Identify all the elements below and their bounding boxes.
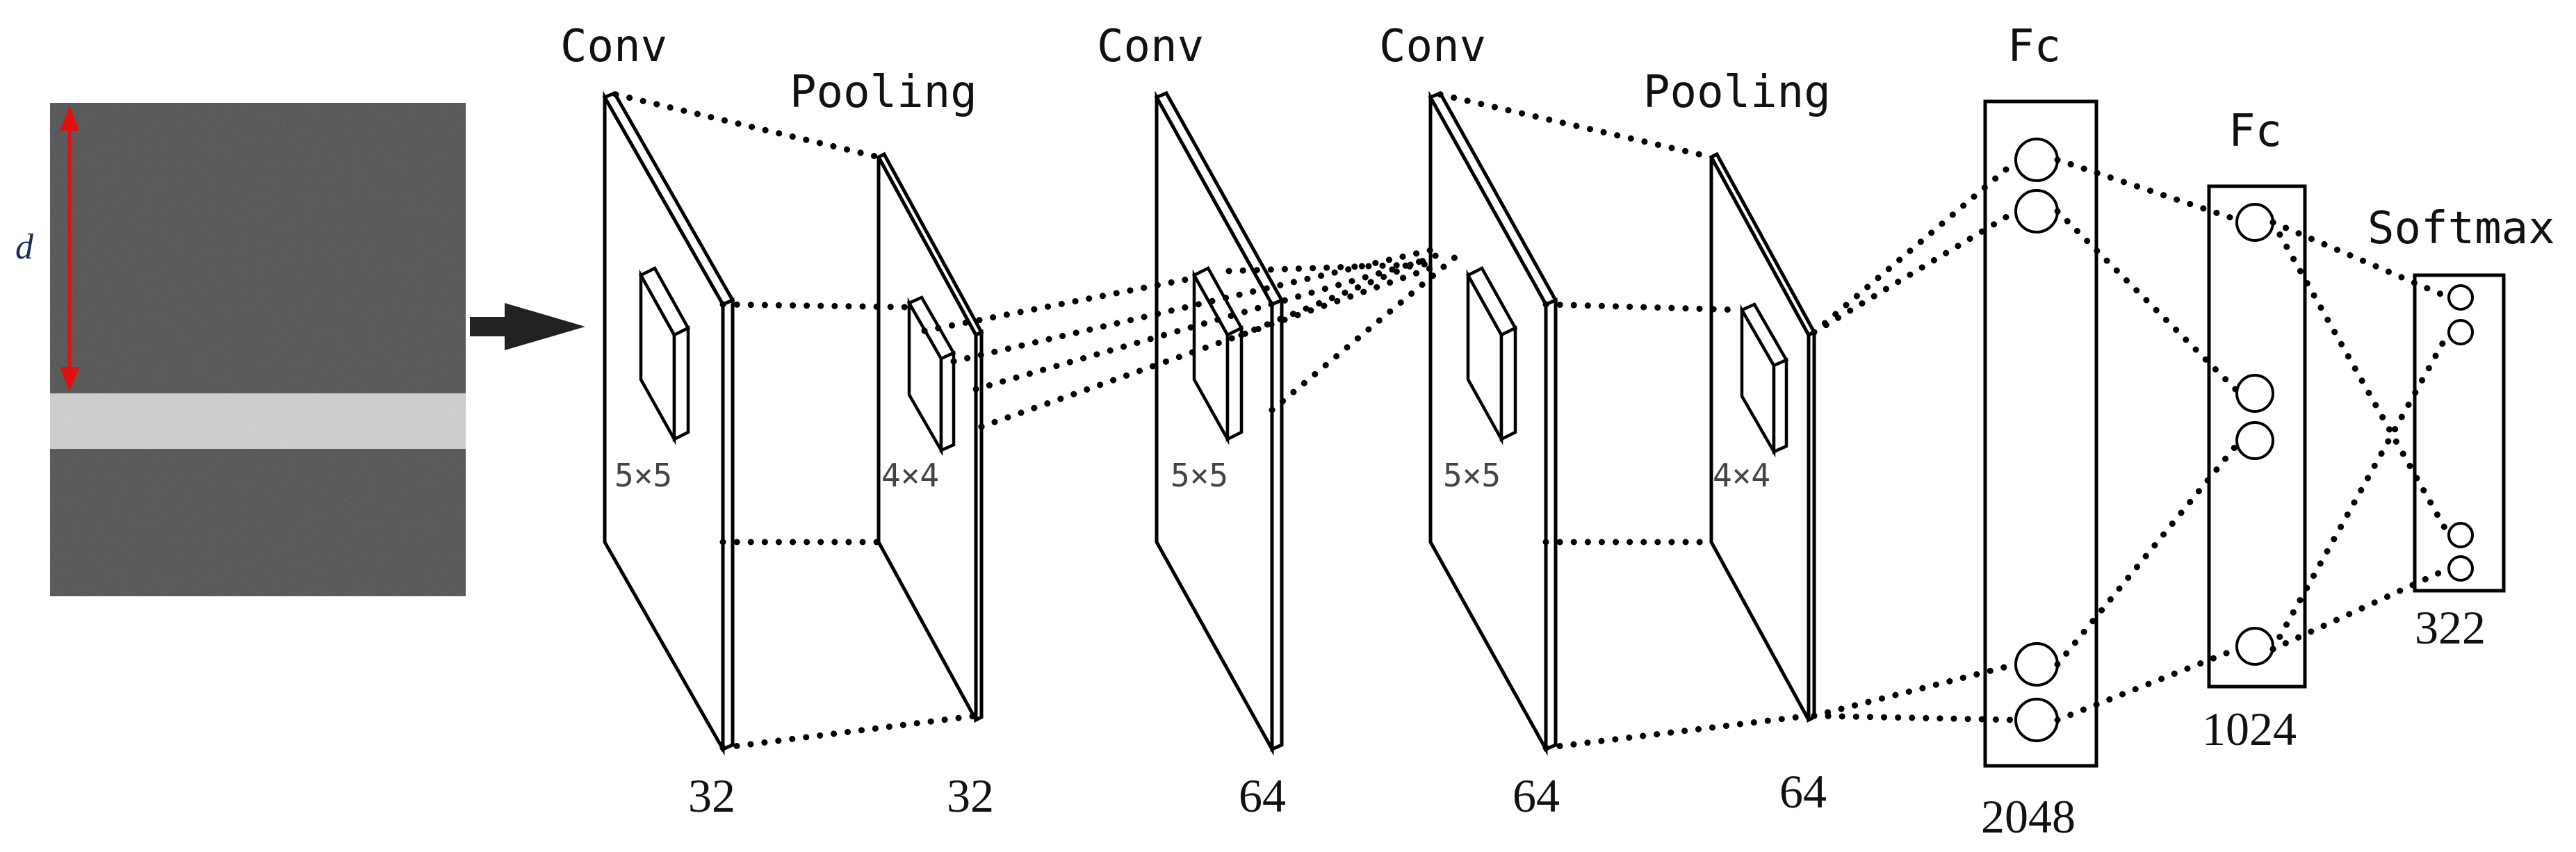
pool1-feature-map	[876, 151, 984, 723]
fc1-neuron	[2014, 138, 2059, 182]
conv1-kernel-label: 5×5	[614, 457, 672, 494]
fc2-units-label: 1024	[2202, 703, 2297, 755]
fc2-neuron	[2235, 627, 2274, 666]
dotted-connections	[612, 91, 2452, 751]
conv2-type-label: Conv	[1097, 21, 1204, 72]
distance-label: d	[15, 227, 34, 267]
conv2-channels-label: 64	[1239, 769, 1286, 822]
conv3-channels-label: 64	[1513, 769, 1560, 822]
conv1-type-label: Conv	[560, 21, 667, 72]
pool2-feature-map	[1709, 151, 1817, 723]
softmax-neuron	[2447, 319, 2474, 345]
fc1-neuron	[2014, 189, 2059, 234]
conv1-kernel-box	[638, 266, 691, 445]
pool2-channels-label: 64	[1779, 765, 1827, 818]
input-flow-arrow	[470, 303, 585, 350]
conv2-kernel-label: 5×5	[1171, 457, 1228, 494]
fc2-neuron	[2235, 203, 2274, 242]
fc1-type-label: Fc	[2007, 21, 2061, 72]
softmax-type-label: Softmax	[2367, 203, 2555, 254]
pool2-kernel-box	[1739, 302, 1789, 458]
pool1-channels-label: 32	[947, 769, 994, 822]
pool1-kernel-label: 4×4	[881, 457, 939, 494]
fc2-neuron	[2235, 421, 2274, 460]
road-surface-top	[50, 103, 466, 393]
fc1-units-label: 2048	[1981, 790, 2076, 843]
pool2-kernel-label: 4×4	[1713, 457, 1770, 494]
road-surface-bottom	[50, 449, 466, 596]
conv3-kernel-label: 5×5	[1443, 457, 1501, 494]
pool2-type-label: Pooling	[1643, 67, 1831, 118]
fc1-neuron	[2014, 642, 2059, 687]
lane-marking	[50, 393, 466, 449]
softmax-neuron	[2447, 555, 2474, 582]
softmax-units-label: 322	[2415, 601, 2486, 654]
distance-arrow	[60, 106, 79, 392]
conv3-feature-map	[1428, 90, 1558, 756]
fc1-neuron	[2014, 698, 2059, 742]
softmax-neuron	[2447, 522, 2474, 548]
conv1-channels-label: 32	[688, 769, 735, 822]
conv3-kernel-box	[1465, 266, 1518, 445]
fc2-neuron	[2235, 374, 2274, 413]
fc2-type-label: Fc	[2228, 106, 2282, 157]
conv2-kernel-box	[1191, 266, 1244, 445]
conv3-type-label: Conv	[1379, 21, 1486, 72]
softmax-neuron	[2447, 284, 2474, 311]
pool1-type-label: Pooling	[790, 67, 977, 118]
input-road-image: d	[15, 103, 466, 596]
pool1-kernel-box	[906, 295, 956, 457]
